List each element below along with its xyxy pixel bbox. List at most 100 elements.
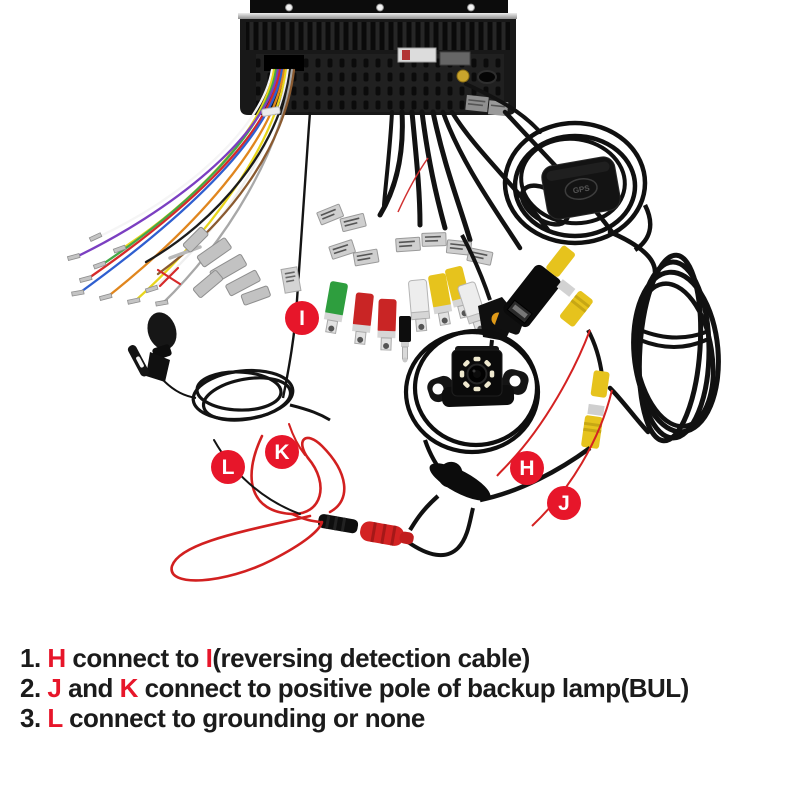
spec-sticker [465,94,509,117]
mic-body [146,352,170,382]
heatsink-fins [246,22,510,50]
cable [382,110,394,207]
wire-tag [280,266,302,294]
instruction-text: (reversing detection cable) [212,643,530,673]
pod-cable [460,234,492,301]
spade-terminal [127,297,141,305]
screw-icon [285,3,293,12]
terminal-cluster [182,106,281,306]
rca-plug-red [377,298,397,351]
detection-wire [281,111,312,399]
connector-housing [240,285,271,306]
aux-35mm-jack [399,316,411,363]
gps-antenna: GPS [502,120,653,252]
backup-camera [403,328,541,479]
reverse-trigger-wire-j [531,389,613,527]
coil-outlet [607,385,651,435]
instruction-text: connect to positive pole of backup lamp(… [137,673,690,703]
harness-wire [144,68,292,264]
dc-plug-black [317,514,359,534]
main-harness [72,68,296,306]
screw-icon [376,3,384,12]
rca-plug-yellow [560,291,593,327]
zip-tie [261,106,281,117]
rca-outputs [316,157,494,363]
led-ring [459,356,495,392]
rca-collar [587,403,605,417]
instruction-line-2: 2. J and K connect to positive pole of b… [20,673,792,703]
harness-socket [264,55,304,71]
cable [440,109,523,251]
lens-glint [472,369,476,373]
marker-ref-i: I [205,643,213,673]
coil-inlet [607,229,658,275]
bracket-hole [432,383,444,395]
camera-extension-coil [607,229,721,444]
cable [586,329,604,376]
cable [409,109,423,228]
spade-terminal [88,232,103,242]
spade-terminal [66,253,81,262]
microphone [127,312,331,422]
marker-ref-k: K [119,673,139,703]
instruction-number: 1. [20,643,48,673]
spade-terminal [144,284,159,294]
marker-ref-h: H [47,643,66,673]
rca-collar [556,279,576,297]
harness-terminals [66,232,169,307]
spade-terminal [78,275,93,284]
black-ground-wire-l [213,439,301,515]
marker-k: K [265,435,299,469]
rca-plug-yellow [428,273,453,326]
marker-ref-j: J [47,673,62,703]
red-wire-tip-k [288,423,306,456]
gps-puck: GPS [541,156,621,220]
cable [408,494,440,532]
aux-socket [439,51,471,66]
rca-plug-green [323,281,348,334]
harness-wire [94,68,274,240]
gps-cable [464,82,542,134]
gps-logo: GPS [572,183,591,195]
connector-housing [182,226,209,253]
power-connector [317,514,414,546]
marker-i: I [285,301,319,335]
marker-l: L [211,450,245,484]
connector-housing [196,237,232,268]
instruction-text: connect to grounding or none [62,703,425,733]
harness-wire [150,68,290,292]
cable [419,109,448,231]
rca-plug-yellow [590,370,610,398]
harness-wire [98,68,278,268]
reversing-detection-wire [280,111,312,399]
rca-plug-red [352,292,374,345]
spade-terminal [92,260,107,270]
harness-wire [104,68,286,300]
screw-icon [467,3,475,12]
thin-red-lead [397,157,429,213]
instructions: 1. H connect to I(reversing detection ca… [20,643,792,733]
spade-terminal [112,244,127,254]
oval-port [477,70,497,84]
photo-canvas: GPS [66,0,721,582]
terminal-pin [168,245,202,260]
junction-bulge [438,461,463,488]
cable-junction [406,461,491,558]
harness-wire [76,68,284,296]
head-unit [238,0,517,117]
spade-terminal [71,289,85,297]
spade-terminal [98,293,113,302]
harness-wire [84,68,282,282]
rca-plug-yellow [546,245,575,277]
instruction-line-1: 1. H connect to I(reversing detection ca… [20,643,792,673]
spade-terminal [155,299,169,307]
harness-wire [160,68,294,306]
coil-wrap [638,328,708,340]
red-wire [290,512,322,524]
cable-tags [316,203,494,267]
instruction-number: 2. [20,673,48,703]
power-wires [170,423,346,582]
instruction-text: connect to [65,643,206,673]
trim-strip [238,13,517,19]
red-wire-loop [170,514,324,582]
